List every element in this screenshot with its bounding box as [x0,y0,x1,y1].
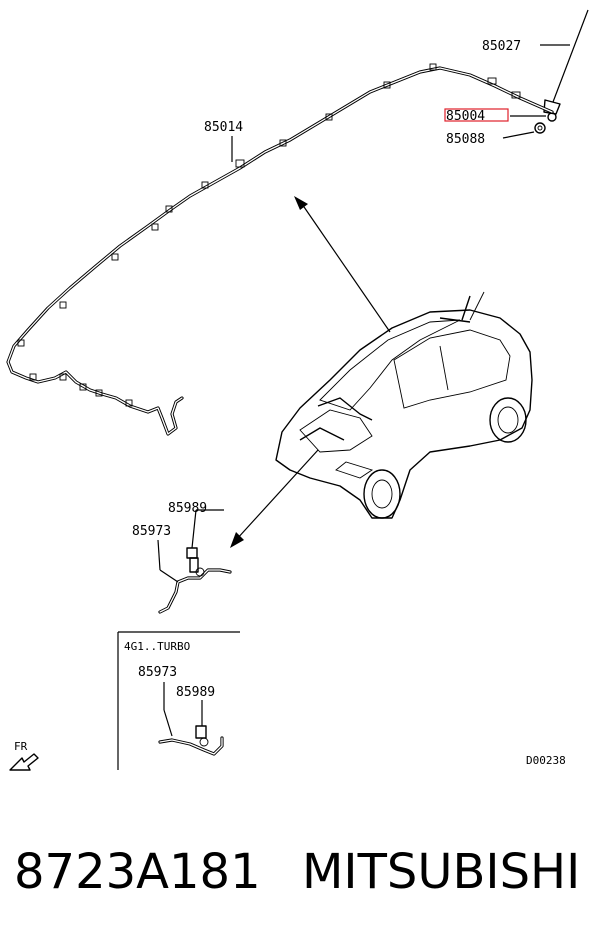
ground-cable-assembly [158,547,232,614]
leader-85989-top-drop [191,509,197,549]
inset-title: 4G1..TURBO [124,640,190,653]
parts-diagram: 85027 85004 85088 85014 [6,9,589,771]
leader-85973-top-2 [159,569,179,583]
leader-85088 [502,131,535,139]
label-85027: 85027 [482,39,521,54]
arrow-to-roof-harness [294,196,391,333]
label-85973-top: 85973 [132,524,171,539]
antenna-cable-harness [6,63,554,436]
drawing-code: D00238 [526,754,566,767]
car-illustration [275,291,533,519]
leader-85973-top [157,539,161,571]
caption-bar: 8723A181 MITSUBISHI [0,832,600,912]
front-direction-marker: FR [9,740,39,771]
label-85989-top: 85989 [168,501,207,516]
label-85014: 85014 [204,120,243,135]
front-label: FR [14,740,28,753]
label-85004: 85004 [446,109,485,124]
inset-turbo-variant: 4G1..TURBO 85973 85989 [117,631,240,770]
label-85088: 85088 [446,132,485,147]
antenna-nut [534,122,546,134]
highlight-85004 [444,108,509,122]
label-85973-inset: 85973 [138,665,177,680]
caption-part-number: 8723A181 [14,844,261,900]
arrow-to-ground-cable [230,449,319,548]
antenna-mast [543,9,589,122]
caption-brand: MITSUBISHI [302,844,581,900]
label-85989-inset: 85989 [176,685,215,700]
